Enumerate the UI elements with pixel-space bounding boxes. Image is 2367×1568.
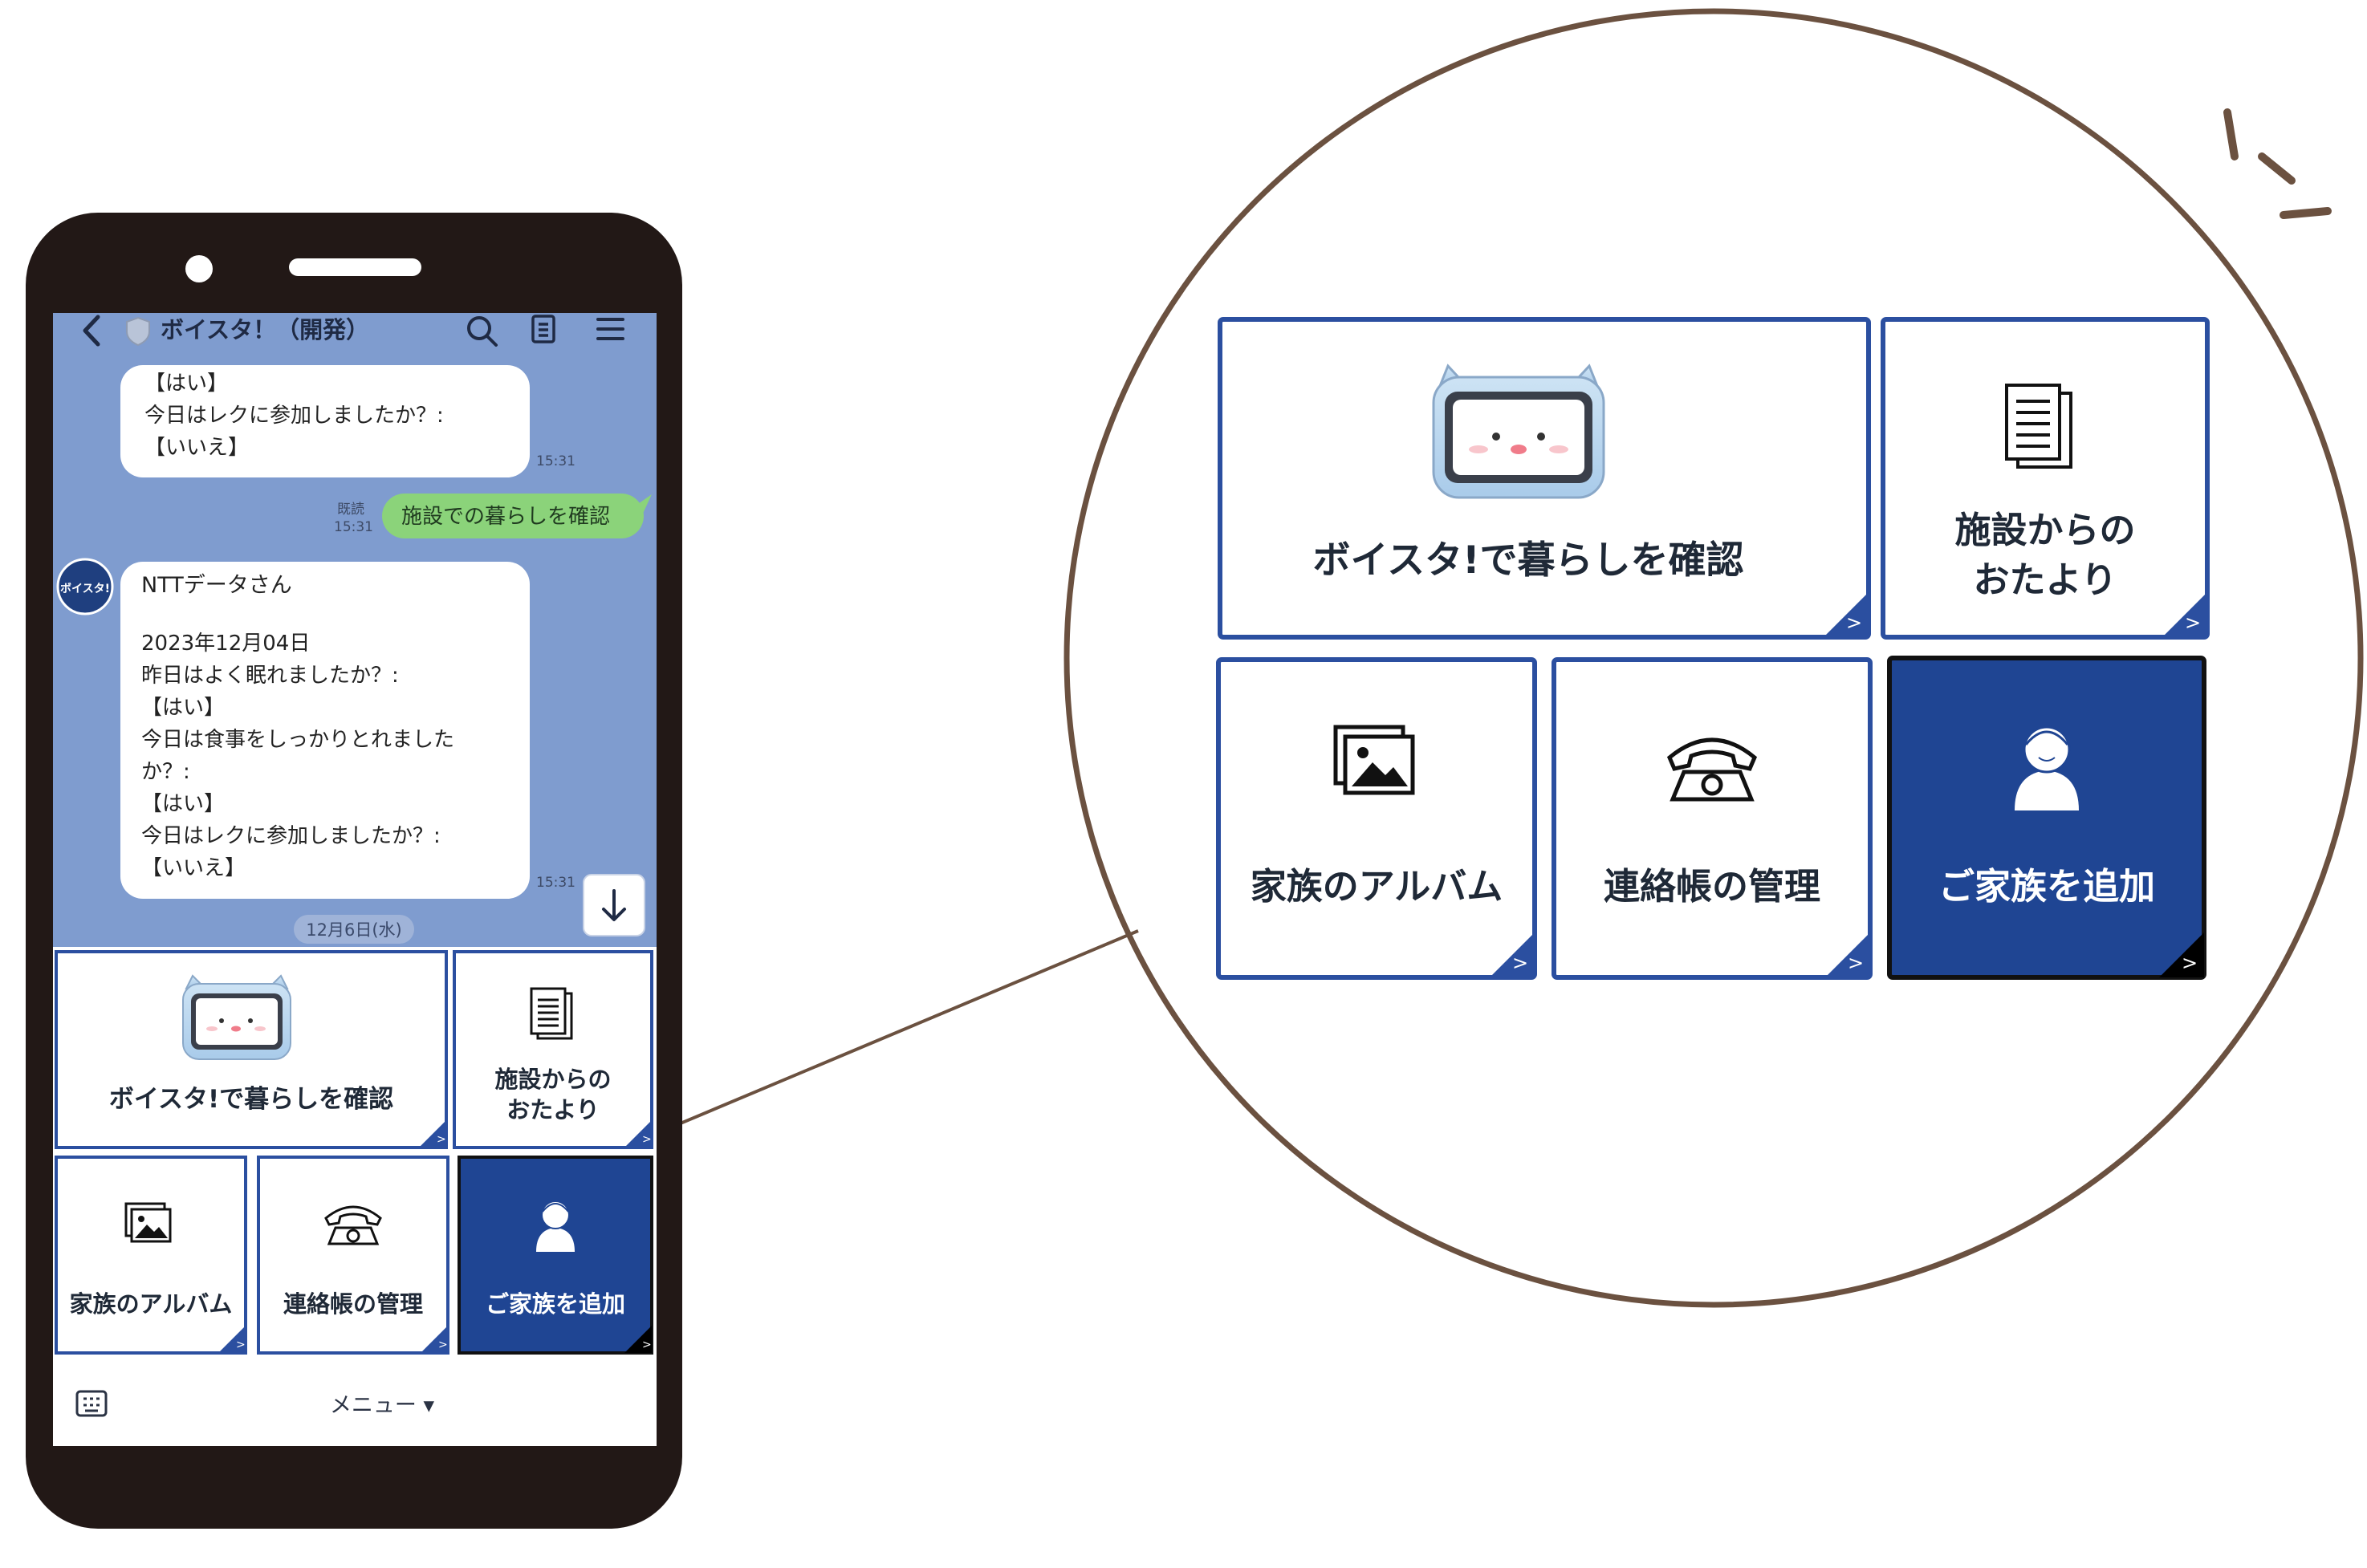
menu-toggle-button[interactable]: メニュー ▾ <box>330 1393 435 1418</box>
tile-arrow: > <box>642 1133 652 1146</box>
phone-mockup: ボイスタ！（開発） <box>26 213 682 1529</box>
chat-header: ボイスタ！（開発） <box>83 315 624 347</box>
menu-tile-label: ご家族を追加 <box>486 1290 625 1318</box>
menu-tile-label: 家族のアルバム <box>70 1290 233 1318</box>
menu-tile-check-life[interactable]: ボイスタ!で暮らしを確認 > <box>55 950 448 1149</box>
zoom-tile-arrow: > <box>1848 952 1864 974</box>
message-line: 【いいえ】 <box>144 436 249 460</box>
menu-tile-contact-book[interactable]: 連絡帳の管理 > <box>257 1156 449 1355</box>
person-add-icon <box>536 1200 575 1252</box>
album-icon <box>124 1202 172 1243</box>
zoom-tile-label: おたより <box>1973 559 2117 601</box>
zoom-tile-facility-news[interactable]: 施設からの おたより > <box>1881 317 2210 640</box>
message-line: 2023年12月04日 <box>141 632 310 656</box>
document-icon <box>530 987 573 1040</box>
menu-tile-label: 連絡帳の管理 <box>283 1290 423 1318</box>
zoom-tile-contact-book[interactable]: 連絡帳の管理 > <box>1552 657 1873 980</box>
sent-message-text: 施設での暮らしを確認 <box>401 505 610 529</box>
menu-tile-label: 施設からの <box>494 1066 611 1093</box>
message-line: 今日はレクに参加しましたか？: <box>144 404 444 428</box>
chat-message-received-previous: 【はい】 今日はレクに参加しましたか？: 【いいえ】 15:31 <box>120 365 575 477</box>
zoom-tile-arrow: > <box>1512 952 1528 974</box>
tablet-robot-icon <box>1432 364 1605 499</box>
zoom-tile-label: ご家族を追加 <box>1938 865 2155 908</box>
chat-title: ボイスタ！（開発） <box>161 316 369 343</box>
chat-message-received: NTTデータさん 2023年12月04日 昨日はよく眠れましたか？: 【はい】 … <box>120 562 575 899</box>
tablet-robot-icon <box>182 974 291 1060</box>
zoomed-rich-menu: ボイスタ!で暮らしを確認 > 施設からの おたより > <box>1216 317 2210 980</box>
zoom-tile-arrow: > <box>1846 611 1862 634</box>
tile-arrow: > <box>642 1338 652 1351</box>
sparkle-mark-icon <box>2223 108 2332 219</box>
zoom-tile-label: 施設からの <box>1954 509 2135 551</box>
keyboard-icon[interactable] <box>75 1390 108 1417</box>
menu-tile-add-family[interactable]: ご家族を追加 > <box>458 1156 653 1355</box>
date-chip-label: 12月6日(水) <box>306 920 401 940</box>
message-line: 今日は食事をしっかりとれました <box>141 728 454 752</box>
bot-avatar[interactable]: ボイスタ! <box>56 558 114 615</box>
menu-tile-facility-news[interactable]: 施設からの おたより > <box>453 950 653 1149</box>
message-line: 今日はレクに参加しましたか？: <box>141 824 441 848</box>
bot-avatar-label: ボイスタ! <box>60 583 110 595</box>
menu-tile-label: おたより <box>506 1096 599 1123</box>
tile-arrow: > <box>438 1338 448 1351</box>
back-arrow-icon[interactable] <box>83 315 100 347</box>
zoom-tile-arrow: > <box>2182 952 2198 974</box>
message-line: 【いいえ】 <box>141 856 246 880</box>
scroll-to-bottom-button[interactable] <box>583 874 645 936</box>
message-sender: NTTデータさん <box>141 573 292 598</box>
read-receipt: 既読 <box>337 502 364 518</box>
zoom-tile-check-life[interactable]: ボイスタ!で暮らしを確認 > <box>1218 317 1871 640</box>
zoom-tile-arrow: > <box>2185 611 2201 634</box>
notes-icon[interactable] <box>531 315 555 343</box>
message-line: 昨日はよく眠れましたか？: <box>141 664 399 688</box>
message-line: 【はい】 <box>144 372 228 396</box>
zoom-tile-label: 家族のアルバム <box>1251 865 1503 908</box>
zoom-tile-label: ボイスタ!で暮らしを確認 <box>1312 538 1743 583</box>
menu-tile-label: ボイスタ!で暮らしを確認 <box>109 1085 393 1114</box>
shield-icon <box>126 316 150 347</box>
album-icon <box>1333 725 1415 795</box>
message-time: 15:31 <box>334 519 373 535</box>
message-time: 15:31 <box>536 875 575 891</box>
message-line: か？: <box>141 760 190 784</box>
arrow-down-icon <box>602 889 626 921</box>
telephone-icon <box>1666 737 1758 802</box>
telephone-icon <box>324 1205 382 1245</box>
tile-arrow: > <box>236 1338 246 1351</box>
callout-pointer-line <box>651 929 1139 1137</box>
zoom-tile-label: 連絡帳の管理 <box>1604 865 1820 908</box>
front-camera <box>185 255 213 282</box>
hamburger-menu-icon[interactable] <box>596 318 624 340</box>
chat-message-sent: 既読 15:31 施設での暮らしを確認 <box>334 494 652 538</box>
message-line: 【はい】 <box>141 792 225 816</box>
zoom-tile-family-album[interactable]: 家族のアルバム > <box>1216 657 1537 980</box>
bottom-bar: メニュー ▾ <box>53 1364 657 1446</box>
tile-arrow: > <box>437 1133 446 1146</box>
phone-speaker <box>289 258 421 276</box>
message-line: 【はい】 <box>141 696 225 720</box>
zoom-tile-add-family[interactable]: ご家族を追加 > <box>1887 656 2206 980</box>
search-icon[interactable] <box>467 316 498 347</box>
menu-tile-family-album[interactable]: 家族のアルバム > <box>55 1156 247 1355</box>
person-add-icon <box>2015 725 2079 810</box>
message-time: 15:31 <box>536 453 575 469</box>
document-icon <box>2005 384 2072 469</box>
date-chip: 12月6日(水) <box>294 915 414 944</box>
